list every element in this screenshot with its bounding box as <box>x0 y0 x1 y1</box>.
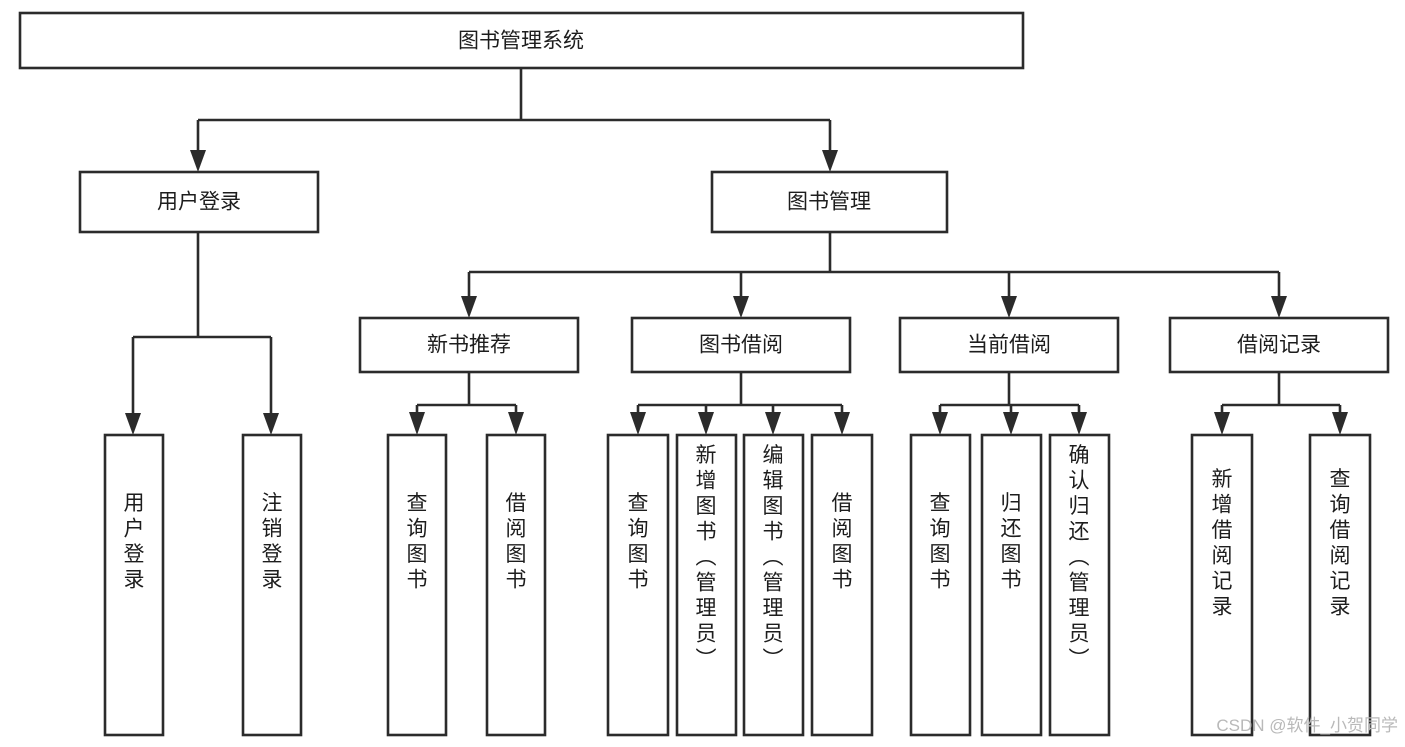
leaf-borrow-book-1[interactable]: 借阅图书 <box>485 433 547 737</box>
leaf-edit-book-label: 编辑图书︵管理员︶ <box>763 444 784 671</box>
node-new-book-recommend[interactable]: 新书推荐 <box>358 316 580 374</box>
leaf-add-book-box[interactable] <box>675 433 738 737</box>
node-book-manage[interactable]: 图书管理 <box>710 170 949 234</box>
leaf-query-book-3[interactable]: 查询图书 <box>909 433 972 737</box>
node-user-login-label: 用户登录 <box>157 191 241 214</box>
leaf-query-book-2[interactable]: 查询图书 <box>606 433 670 737</box>
node-book-borrow-label: 图书借阅 <box>699 334 783 357</box>
leaf-query-book-1-label: 查询图书 <box>407 492 428 592</box>
arrow-head-leaf-confirm-return <box>1071 412 1087 435</box>
leaf-query-book-3-box[interactable] <box>909 433 972 737</box>
arrow-head-leaf-borrow-book-2 <box>834 412 850 435</box>
leaf-logout-box[interactable] <box>241 433 303 737</box>
leaf-add-record-box[interactable] <box>1190 433 1254 737</box>
arrow-head-leaf-query-book-1 <box>409 412 425 435</box>
node-borrow-record-box[interactable] <box>1168 316 1390 374</box>
arrow-head-current-borrow <box>1001 296 1017 318</box>
node-current-borrow[interactable]: 当前借阅 <box>898 316 1120 374</box>
leaf-edit-book-box[interactable] <box>742 433 805 737</box>
leaf-query-book-1[interactable]: 查询图书 <box>386 433 448 737</box>
leaf-confirm-return[interactable]: 确认归还︵管理员︶ <box>1048 433 1111 737</box>
leaf-add-record[interactable]: 新增借阅记录 <box>1190 433 1254 737</box>
node-current-borrow-box[interactable] <box>898 316 1120 374</box>
arrow-head-leaf-return-book <box>1003 412 1019 435</box>
leaf-user-login-box[interactable] <box>103 433 165 737</box>
arrow-head-leaf-query-book-2 <box>630 412 646 435</box>
leaf-borrow-book-1-box[interactable] <box>485 433 547 737</box>
arrow-head-user-login <box>190 150 206 172</box>
node-current-borrow-label: 当前借阅 <box>967 334 1051 357</box>
connector-layer <box>125 68 1348 435</box>
leaf-query-record-box[interactable] <box>1308 433 1372 737</box>
arrow-head-leaf-edit-book <box>765 412 781 435</box>
leaf-logout-label: 注销登录 <box>262 492 283 592</box>
leaf-add-book[interactable]: 新增图书︵管理员︶ <box>675 433 738 737</box>
leaf-add-book-label: 新增图书︵管理员︶ <box>696 444 717 671</box>
leaf-query-book-2-label: 查询图书 <box>628 492 649 592</box>
node-new-book-recommend-box[interactable] <box>358 316 580 374</box>
leaf-add-record-label: 新增借阅记录 <box>1212 468 1233 619</box>
leaf-confirm-return-label: 确认归还︵管理员︶ <box>1069 444 1090 671</box>
leaf-return-book-box[interactable] <box>980 433 1043 737</box>
leaf-return-book-label: 归还图书 <box>1001 492 1022 592</box>
node-book-borrow-box[interactable] <box>630 316 852 374</box>
node-user-login[interactable]: 用户登录 <box>78 170 320 234</box>
arrow-head-borrow-record <box>1271 296 1287 318</box>
leaf-query-book-1-box[interactable] <box>386 433 448 737</box>
leaf-user-login[interactable]: 用户登录 <box>103 433 165 737</box>
arrow-head-leaf-logout <box>263 413 279 435</box>
arrow-head-leaf-borrow-book-1 <box>508 412 524 435</box>
node-borrow-record-label: 借阅记录 <box>1237 334 1321 357</box>
arrow-head-book-manage <box>822 150 838 172</box>
csdn-watermark: CSDN @软件_小贺同学 <box>1216 716 1398 735</box>
leaf-edit-book[interactable]: 编辑图书︵管理员︶ <box>742 433 805 737</box>
arrow-head-leaf-query-book-3 <box>932 412 948 435</box>
node-user-login-box[interactable] <box>78 170 320 234</box>
arrow-head-book-borrow <box>733 296 749 318</box>
leaf-query-book-3-label: 查询图书 <box>930 492 951 592</box>
arrow-head-leaf-query-record <box>1332 412 1348 435</box>
leaf-borrow-book-2-label: 借阅图书 <box>832 492 853 592</box>
node-book-borrow[interactable]: 图书借阅 <box>630 316 852 374</box>
node-root-label: 图书管理系统 <box>458 30 584 53</box>
arrow-head-leaf-user-login <box>125 413 141 435</box>
leaf-user-login-label: 用户登录 <box>124 492 145 592</box>
arrow-head-leaf-add-book <box>698 412 714 435</box>
leaf-borrow-book-2[interactable]: 借阅图书 <box>810 433 874 737</box>
node-root[interactable]: 图书管理系统 <box>18 11 1025 70</box>
node-new-book-recommend-label: 新书推荐 <box>427 334 511 357</box>
leaf-logout[interactable]: 注销登录 <box>241 433 303 737</box>
leaf-borrow-book-2-box[interactable] <box>810 433 874 737</box>
leaf-query-record[interactable]: 查询借阅记录 <box>1308 433 1372 737</box>
node-root-box[interactable] <box>18 11 1025 70</box>
leaf-query-record-label: 查询借阅记录 <box>1330 468 1351 619</box>
node-borrow-record[interactable]: 借阅记录 <box>1168 316 1390 374</box>
arrow-head-new-book-recommend <box>461 296 477 318</box>
leaf-query-book-2-box[interactable] <box>606 433 670 737</box>
leaf-return-book[interactable]: 归还图书 <box>980 433 1043 737</box>
node-book-manage-box[interactable] <box>710 170 949 234</box>
node-book-manage-label: 图书管理 <box>787 191 871 214</box>
leaf-confirm-return-box[interactable] <box>1048 433 1111 737</box>
leaf-borrow-book-1-label: 借阅图书 <box>506 492 527 592</box>
arrow-head-leaf-add-record <box>1214 412 1230 435</box>
